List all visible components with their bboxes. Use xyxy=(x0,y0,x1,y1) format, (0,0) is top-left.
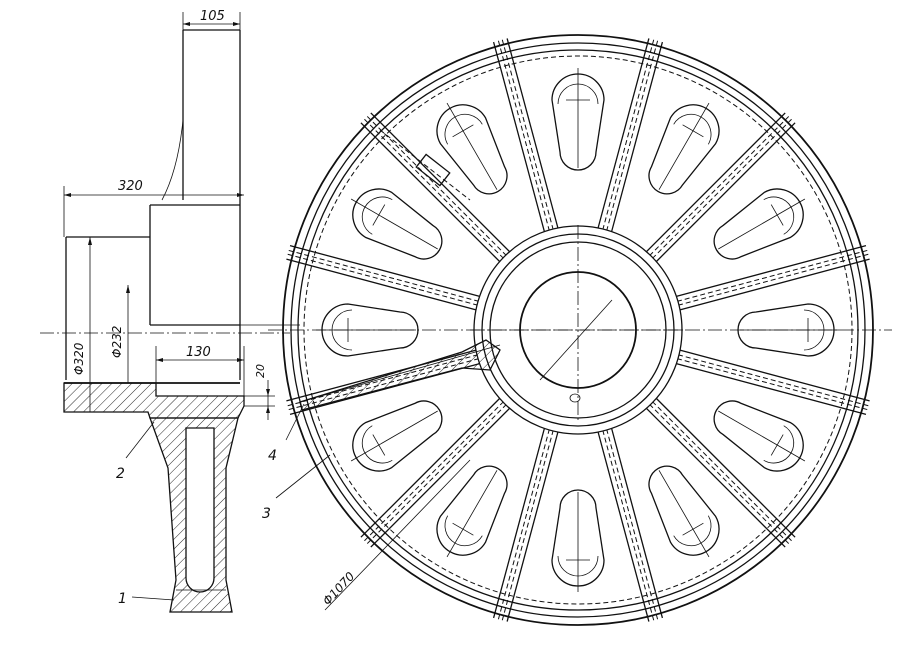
callout-4: 4 xyxy=(268,403,305,464)
rib-fitting xyxy=(379,129,471,201)
callout-3: 3 xyxy=(262,454,331,522)
dim-130: 130 xyxy=(155,345,245,396)
dim-dia-320-label: Φ320 xyxy=(72,342,86,375)
hub-section xyxy=(63,382,245,419)
rim-section xyxy=(149,417,239,613)
dim-105: 105 xyxy=(182,9,241,30)
callout-2-label: 2 xyxy=(116,466,125,482)
front-view: 4 3 Φ1070 xyxy=(262,34,892,626)
callout-3-label: 3 xyxy=(262,506,271,522)
callout-4-label: 4 xyxy=(268,448,277,464)
web-section xyxy=(65,29,300,380)
callout-1: 1 xyxy=(118,591,175,607)
dim-dia-232-label: Φ232 xyxy=(110,326,124,358)
dim-20: 20 xyxy=(244,364,275,420)
strut-arm xyxy=(299,339,501,411)
side-section-view: 105 320 Φ320 Φ232 130 xyxy=(40,9,300,613)
callout-2: 2 xyxy=(116,421,155,482)
dim-20-label: 20 xyxy=(254,364,267,378)
dim-320: 320 xyxy=(63,179,244,237)
callout-1-label: 1 xyxy=(118,591,127,607)
dim-dia-232: Φ232 xyxy=(110,285,130,383)
dim-130-label: 130 xyxy=(186,345,211,360)
dim-dia-320: Φ320 xyxy=(72,237,92,412)
dim-320-label: 320 xyxy=(118,179,143,194)
dim-105-label: 105 xyxy=(200,9,225,24)
dim-dia-1070-label: Φ1070 xyxy=(320,569,358,608)
